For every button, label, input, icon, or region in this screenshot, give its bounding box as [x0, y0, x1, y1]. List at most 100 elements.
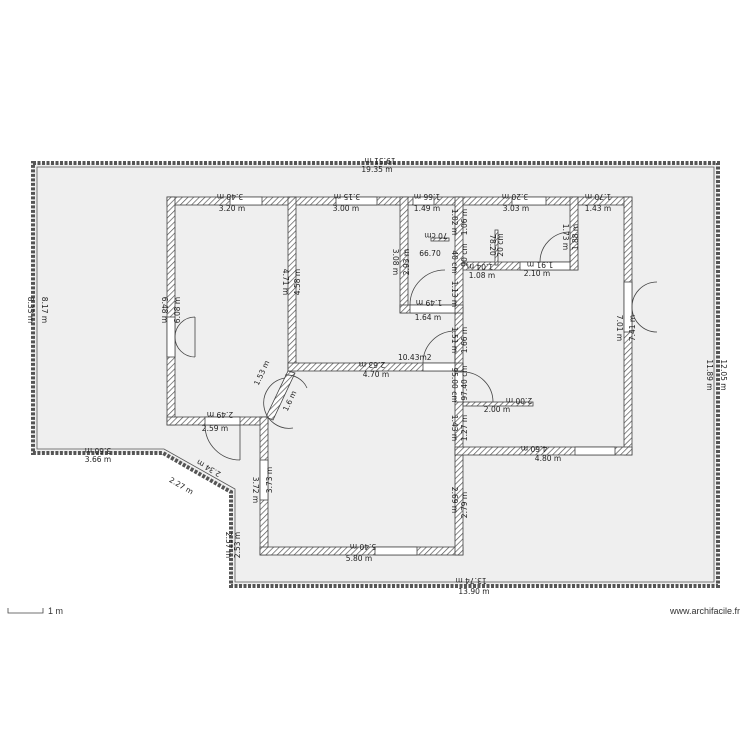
wall [494, 229, 499, 266]
dimension-label: 3.08 m [391, 249, 400, 275]
dimension-label: 1.66 m [414, 192, 440, 201]
dimension-label: 1.43 m [585, 204, 611, 213]
diagonal-wall [265, 370, 296, 421]
dimension-label: 3.00 m [333, 204, 359, 213]
dimension-label: 1.43 m [450, 415, 459, 441]
opening [412, 196, 435, 206]
dimension-label: 40 cm [450, 250, 459, 273]
dimension-label: 66.70 [419, 249, 441, 258]
dimension-label: 7.41 m [628, 315, 637, 341]
dimension-label: 3.20 m [502, 192, 528, 201]
dimension-label: 1.70 m [585, 192, 611, 201]
dimension-label: 3.15 m [334, 192, 360, 201]
opening [519, 261, 571, 271]
dimension-label: 2.49 m [207, 410, 233, 419]
dimension-label: 2.00 m [484, 405, 510, 414]
dimension-label: 7.01 m [615, 315, 624, 341]
opening [409, 304, 456, 314]
dimension-label: 4.60 m [521, 444, 547, 453]
door-swing [631, 281, 658, 333]
dimension-label: 19.35 m [361, 165, 392, 174]
door-swing [174, 316, 196, 358]
dimension-label: 1.51 m [450, 327, 459, 353]
dimension-label: 20 cm [496, 233, 505, 256]
dimension-label: 1.49 m [416, 298, 442, 307]
dimension-label: 2.57 m [224, 532, 233, 558]
dimension-label: 4.70 m [363, 370, 389, 379]
dimension-label: 2.00 m [506, 396, 532, 405]
dimension-label: 3.20 m [219, 204, 245, 213]
dimension-label: 90 cm [460, 243, 469, 266]
dimension-label: 4.71 m [281, 269, 290, 295]
opening [511, 196, 547, 206]
dimension-label: 3.03 m [503, 204, 529, 213]
dimension-label: 95.00 cm [450, 367, 459, 402]
dimension-label: 2.10 m [524, 269, 550, 278]
dimension-label: 3.66 m [85, 455, 111, 464]
dimension-label: 1.06 m [460, 209, 469, 235]
room-area-label: 10.43m2 [398, 353, 432, 362]
door-swing [263, 374, 308, 429]
dimension-label: 2.59 m [202, 424, 228, 433]
dimension-label: 1.04 m [467, 262, 493, 271]
door-swing [462, 371, 494, 403]
dimension-label: 8.17 m [40, 297, 49, 323]
opening [229, 196, 263, 206]
dimension-label: 4.58 m [293, 269, 302, 295]
door-swing [204, 424, 241, 461]
openings [166, 196, 633, 556]
outer-wall-inner-edge [36, 166, 715, 583]
wall [430, 237, 450, 242]
opening [335, 196, 378, 206]
dimension-label: 2.63 m [359, 360, 385, 369]
scale-bar [7, 608, 44, 614]
dimension-label: 12.05 m [719, 359, 728, 390]
dimension-label: 13.74 m [455, 576, 486, 585]
wall [462, 401, 534, 407]
dimension-label: 11.89 m [705, 359, 714, 390]
dimension-label: 2.69 m [450, 487, 459, 513]
dimension-label: 1.13 m [450, 281, 459, 307]
dimension-label: 13.90 m [458, 587, 489, 596]
dimension-label: 1.08 m [469, 271, 495, 280]
dimension-label: 1.66 m [460, 327, 469, 353]
dimension-label: 2.53 m [233, 532, 242, 558]
dimension-label: 97.40 cm [460, 365, 469, 400]
dimension-label: 6.08 m [173, 297, 182, 323]
dimension-label: 1.49 m [414, 204, 440, 213]
dimension-label: 5.80 m [346, 554, 372, 563]
dimension-label: 1.64 m [415, 313, 441, 322]
wall [454, 446, 633, 456]
opening [454, 371, 464, 403]
dimension-label: 1.27 m [460, 415, 469, 441]
dimension-label: 1.73 m [561, 224, 570, 250]
dimension-label: 19.51 m [364, 156, 395, 165]
opening [259, 459, 269, 501]
dimension-label: 2.93 m [402, 249, 411, 275]
dimension-label: 1.88 m [571, 224, 580, 250]
dimension-label: 4.80 m [535, 454, 561, 463]
door-swing [422, 330, 456, 364]
opening [422, 362, 456, 372]
dimension-label: 78.20 [488, 234, 497, 256]
credit-watermark: www.archifacile.fr [669, 606, 740, 616]
dimension-label: 3.60 m [85, 446, 111, 455]
dimension-label: 1.91 m [527, 260, 553, 269]
dimension-label: 70 cm [424, 231, 447, 240]
dimension-label: 2.27 m [168, 475, 195, 496]
dimension-label: 3.73 m [265, 467, 274, 493]
dimension-label: 5.40 m [350, 542, 376, 551]
scale-label: 1 m [48, 606, 63, 616]
opening [574, 446, 616, 456]
dimension-label: 6.48 m [160, 297, 169, 323]
door-swings [174, 231, 658, 461]
dimension-label: 3.48 m [217, 192, 243, 201]
wall [287, 362, 464, 372]
dimension-label: 3.72 m [251, 477, 260, 503]
door-swing [409, 269, 446, 306]
opening [374, 546, 418, 556]
opening [204, 416, 241, 426]
dimension-label: 1.02 m [450, 209, 459, 235]
door-swing [539, 231, 571, 263]
